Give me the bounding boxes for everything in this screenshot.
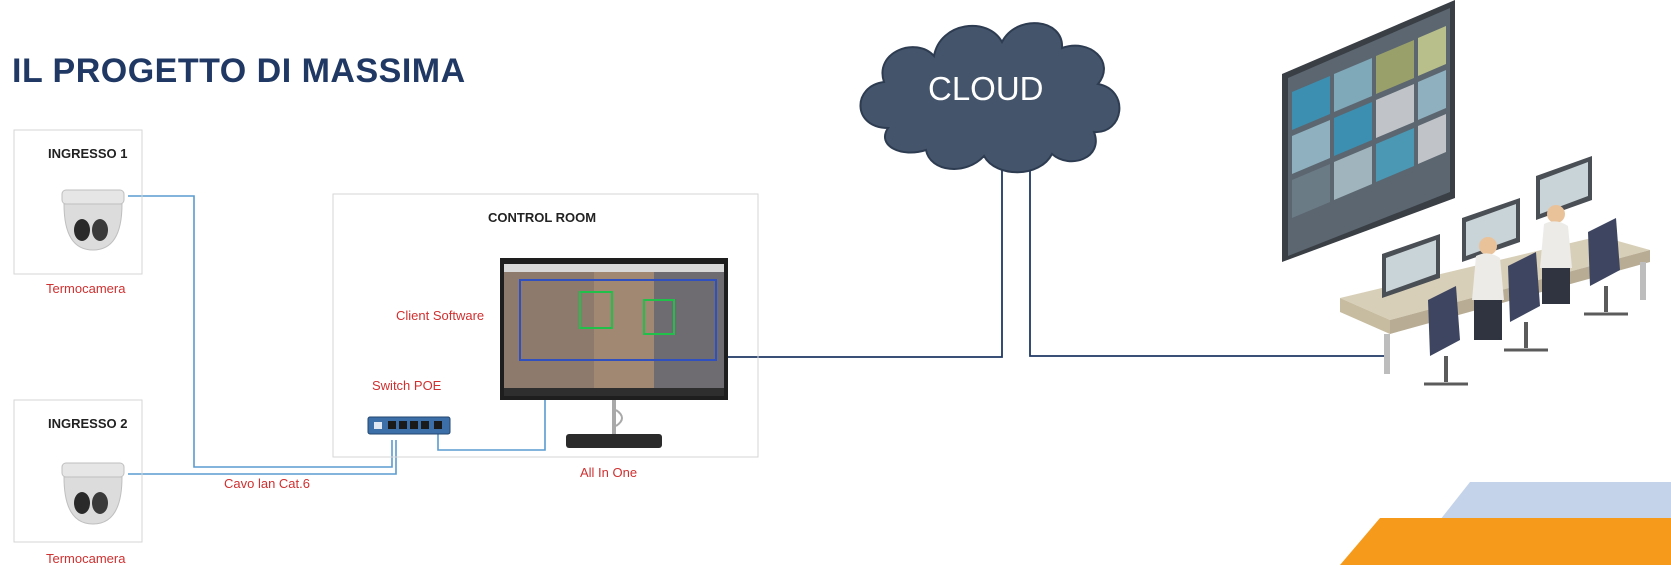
cable-switch-monitor <box>437 386 546 451</box>
control-room-label: CONTROL ROOM <box>488 210 597 225</box>
entrance-2-label: INGRESSO 2 <box>48 416 128 431</box>
corner-accent-blue <box>1440 482 1671 520</box>
client-software-label: Client Software <box>396 308 485 323</box>
poe-switch-icon <box>367 416 451 435</box>
all-in-one-label: All In One <box>580 465 638 480</box>
corner-accent-orange <box>1340 518 1671 565</box>
control-room-box <box>332 193 759 458</box>
all-in-one-monitor-icon <box>500 258 728 448</box>
thermal-camera-1-icon <box>61 189 125 251</box>
cable-label: Cavo lan Cat.6 <box>224 476 310 491</box>
wan-cloud-controlroom <box>1029 168 1390 357</box>
thermal-camera-2-icon <box>61 462 125 525</box>
entrance-2-box <box>13 399 143 543</box>
wan-monitor-cloud <box>714 168 1003 358</box>
entrance-1-box <box>13 129 143 275</box>
cable-camera-2 <box>128 440 397 475</box>
operator-desk-icon <box>1340 156 1650 386</box>
wan-lines <box>714 168 1390 358</box>
cable-camera-1 <box>128 195 393 468</box>
cloud-shape <box>859 22 1121 174</box>
video-wall-icon <box>1282 0 1455 262</box>
entrance-2-device-label: Termocamera <box>46 551 126 566</box>
page-title: IL PROGETTO DI MASSIMA <box>12 52 466 90</box>
cloud-label: CLOUD <box>928 70 1044 107</box>
switch-poe-label: Switch POE <box>372 378 442 393</box>
entrance-1-label: INGRESSO 1 <box>48 146 128 161</box>
lan-cables <box>128 195 546 475</box>
entrance-1-device-label: Termocamera <box>46 281 126 296</box>
